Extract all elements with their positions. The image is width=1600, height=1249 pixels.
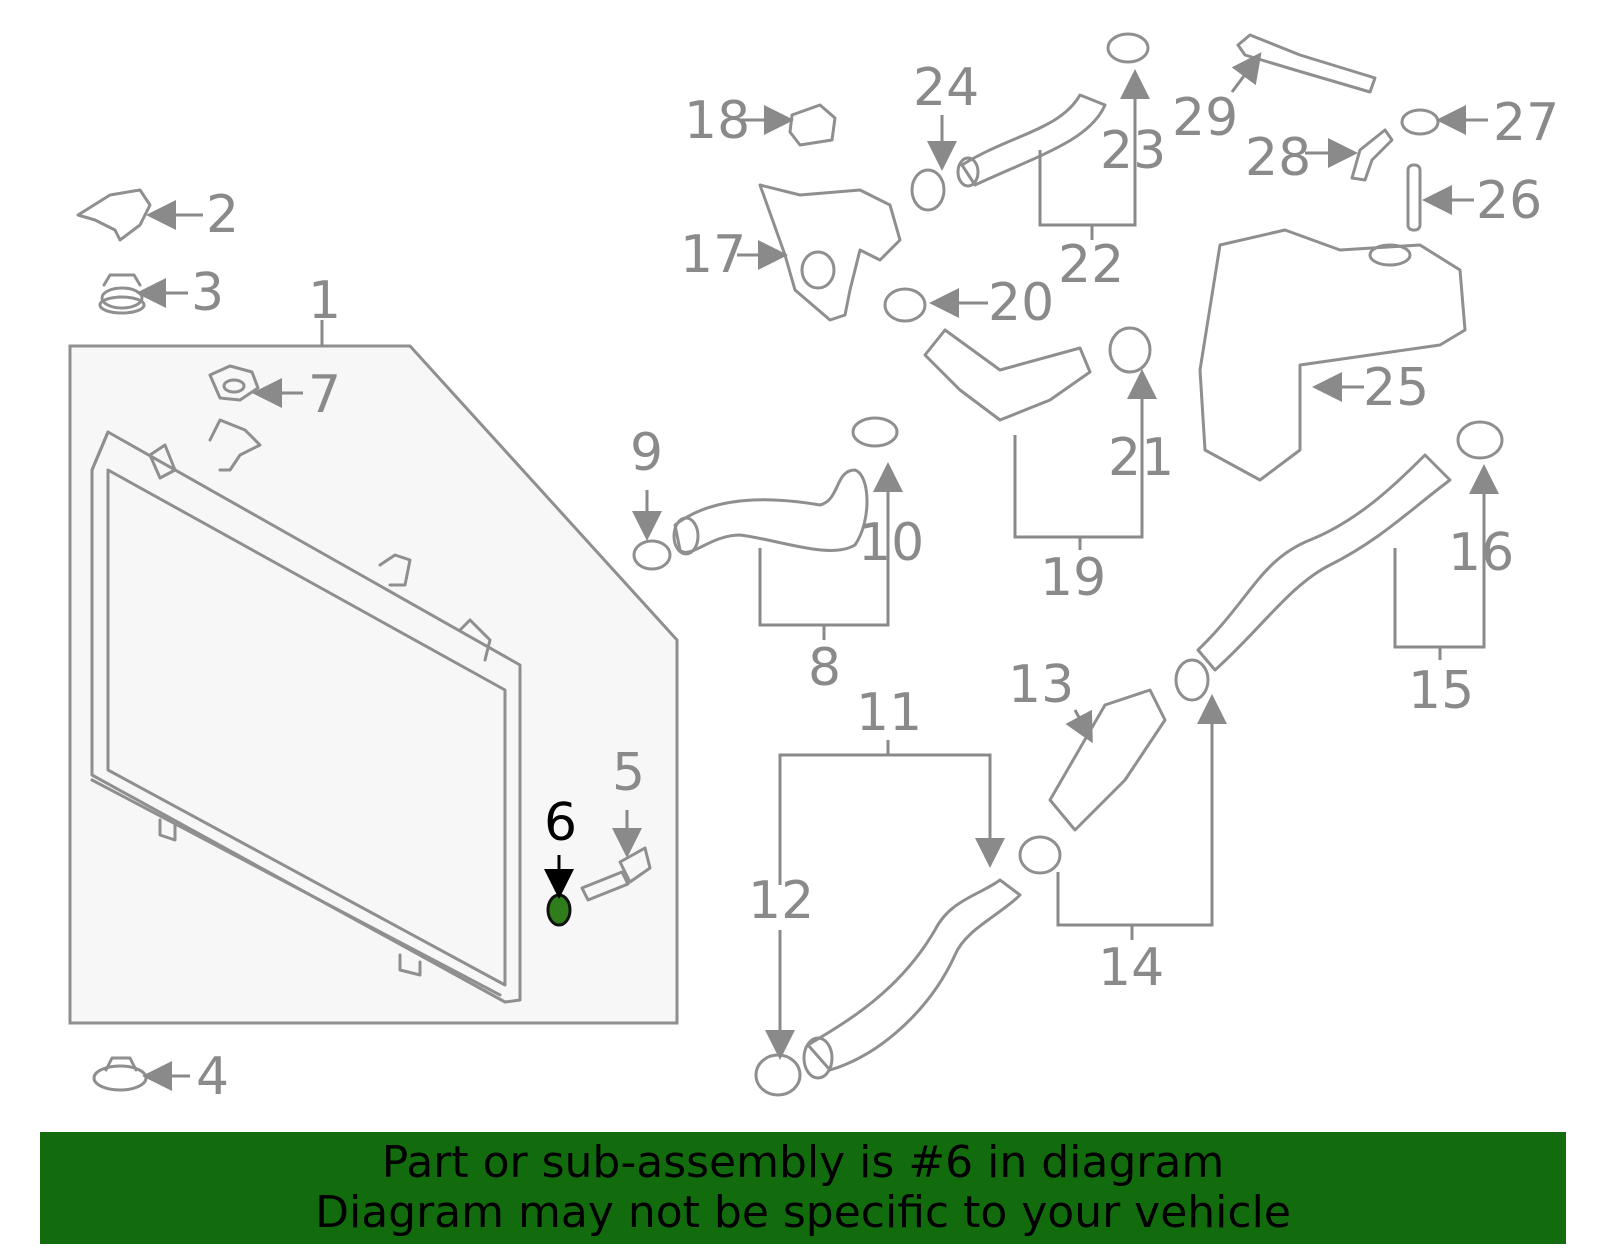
callout-4: 4 bbox=[196, 1047, 229, 1107]
callout-19: 19 bbox=[1040, 548, 1106, 608]
clamp-part-23 bbox=[1106, 32, 1150, 64]
pipe-part-26 bbox=[1406, 163, 1422, 232]
banner-line-2: Diagram may not be specific to your vehi… bbox=[315, 1187, 1291, 1238]
hose-part-22 bbox=[956, 93, 1107, 188]
callout-29: 29 bbox=[1172, 88, 1238, 148]
clamp-part-11 bbox=[754, 1053, 802, 1097]
pipe-part-13 bbox=[1048, 688, 1167, 832]
callout-18: 18 bbox=[684, 91, 750, 151]
hose-part-29 bbox=[1236, 33, 1377, 94]
clamp-part-20 bbox=[883, 287, 927, 323]
leader-lines bbox=[136, 52, 1499, 1091]
clamp-part-27 bbox=[1400, 108, 1440, 136]
clamp-part-24 bbox=[910, 168, 946, 212]
reservoir-part-25 bbox=[1198, 228, 1467, 482]
callout-25: 25 bbox=[1363, 358, 1429, 418]
callout-5: 5 bbox=[612, 743, 645, 803]
callout-21: 21 bbox=[1108, 428, 1174, 488]
callout-17: 17 bbox=[680, 225, 746, 285]
callout-8: 8 bbox=[808, 638, 841, 698]
cushion-part-3 bbox=[98, 273, 146, 315]
callout-14: 14 bbox=[1098, 938, 1164, 998]
hose-part-12 bbox=[802, 878, 1022, 1080]
hose-part-15 bbox=[1196, 453, 1452, 672]
callout-24: 24 bbox=[913, 58, 979, 118]
callout-9: 9 bbox=[630, 423, 663, 483]
callout-11: 11 bbox=[856, 683, 922, 743]
o-ring-part-6 bbox=[546, 893, 572, 927]
callout-27: 27 bbox=[1493, 93, 1559, 153]
callout-2: 2 bbox=[206, 185, 239, 245]
clamp-part-21 bbox=[1108, 326, 1152, 374]
callout-3: 3 bbox=[191, 263, 224, 323]
radiator bbox=[90, 418, 522, 1004]
cap-part-18 bbox=[788, 103, 837, 147]
callout-7: 7 bbox=[308, 365, 341, 425]
banner-line-1: Part or sub-assembly is #6 in diagram bbox=[381, 1137, 1225, 1188]
callout-20: 20 bbox=[988, 273, 1054, 333]
callout-12: 12 bbox=[748, 871, 814, 931]
clamp-part-14b bbox=[1174, 658, 1210, 702]
callout-10: 10 bbox=[858, 513, 924, 573]
callout-28: 28 bbox=[1245, 128, 1311, 188]
callout-22: 22 bbox=[1058, 235, 1124, 295]
callout-13: 13 bbox=[1008, 655, 1074, 715]
clamp-part-14 bbox=[1018, 835, 1062, 875]
hose-part-8 bbox=[672, 468, 869, 556]
bracket-part-2 bbox=[76, 188, 152, 242]
cushion-part-4 bbox=[92, 1056, 148, 1092]
callout-1: 1 bbox=[308, 271, 341, 331]
callout-26: 26 bbox=[1476, 171, 1542, 231]
clamp-part-16 bbox=[1456, 420, 1504, 460]
radiator-assembly-panel bbox=[68, 344, 679, 1025]
callout-16: 16 bbox=[1448, 523, 1514, 583]
callout-23: 23 bbox=[1100, 121, 1166, 181]
parts-diagram: 1 2 3 4 5 6 7 8 9 10 11 12 13 14 15 16 1… bbox=[68, 32, 1559, 1107]
info-banner: Part or sub-assembly is #6 in diagram Di… bbox=[40, 1132, 1566, 1244]
hose-part-28 bbox=[1350, 128, 1394, 182]
hose-part-19 bbox=[923, 328, 1092, 422]
callout-15: 15 bbox=[1408, 661, 1474, 721]
clamp-part-10 bbox=[851, 416, 899, 448]
callout-6: 6 bbox=[544, 793, 577, 853]
clamp-part-9 bbox=[632, 539, 672, 571]
thermostat-housing-part-17 bbox=[758, 183, 902, 322]
